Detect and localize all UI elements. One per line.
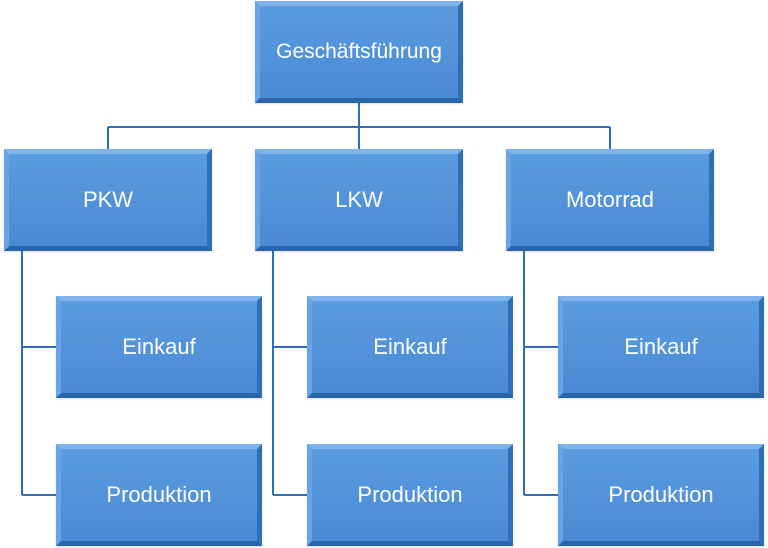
node-label: Geschäftsführung	[276, 40, 442, 63]
node-geschaeftsfuehrung: Geschäftsführung	[255, 1, 463, 103]
node-label: Motorrad	[565, 187, 655, 212]
node-label: Produktion	[608, 482, 714, 507]
node-label: Produktion	[106, 482, 212, 507]
node-label: Einkauf	[373, 334, 447, 359]
node-label: PKW	[82, 187, 134, 212]
node-lkw-produktion: Produktion	[307, 444, 513, 546]
node-motorrad-einkauf: Einkauf	[558, 296, 764, 398]
node-label: Einkauf	[624, 334, 698, 359]
node-motorrad-produktion: Produktion	[558, 444, 764, 546]
node-lkw-einkauf: Einkauf	[307, 296, 513, 398]
node-pkw-produktion: Produktion	[56, 444, 262, 546]
node-pkw-einkauf: Einkauf	[56, 296, 262, 398]
node-pkw: PKW	[4, 149, 212, 251]
node-motorrad: Motorrad	[506, 149, 714, 251]
node-label: LKW	[335, 187, 383, 212]
node-label: Produktion	[357, 482, 463, 507]
node-lkw: LKW	[255, 149, 463, 251]
node-label: Einkauf	[122, 334, 196, 359]
